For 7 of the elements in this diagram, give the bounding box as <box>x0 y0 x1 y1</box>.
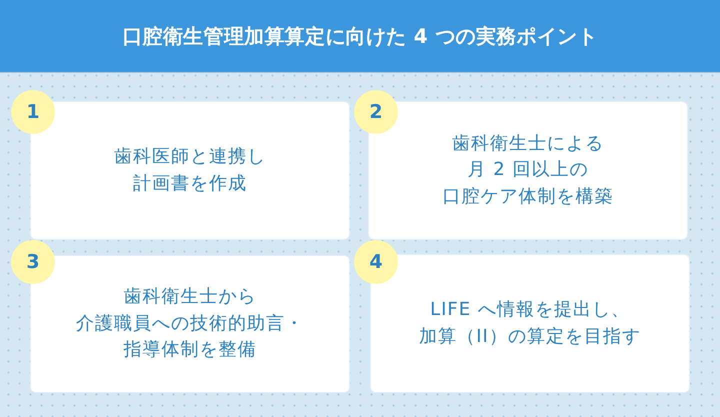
point-card <box>371 255 689 392</box>
point-text: 歯科衛生士から介護職員への技術的助言・指導体制を整備 <box>76 285 304 362</box>
point-text: 歯科医師と連携し計画書を作成 <box>114 145 266 196</box>
point-card <box>369 102 687 239</box>
title-text: 口腔衛生管理加算算定に向けた 4 つの実務ポイント <box>122 22 598 50</box>
point-text: LIFE へ情報を提出し、加算（II）の算定を目指す <box>419 298 641 348</box>
point-text: 歯科衛生士による月 2 回以上の口腔ケア体制を構築 <box>442 132 614 209</box>
